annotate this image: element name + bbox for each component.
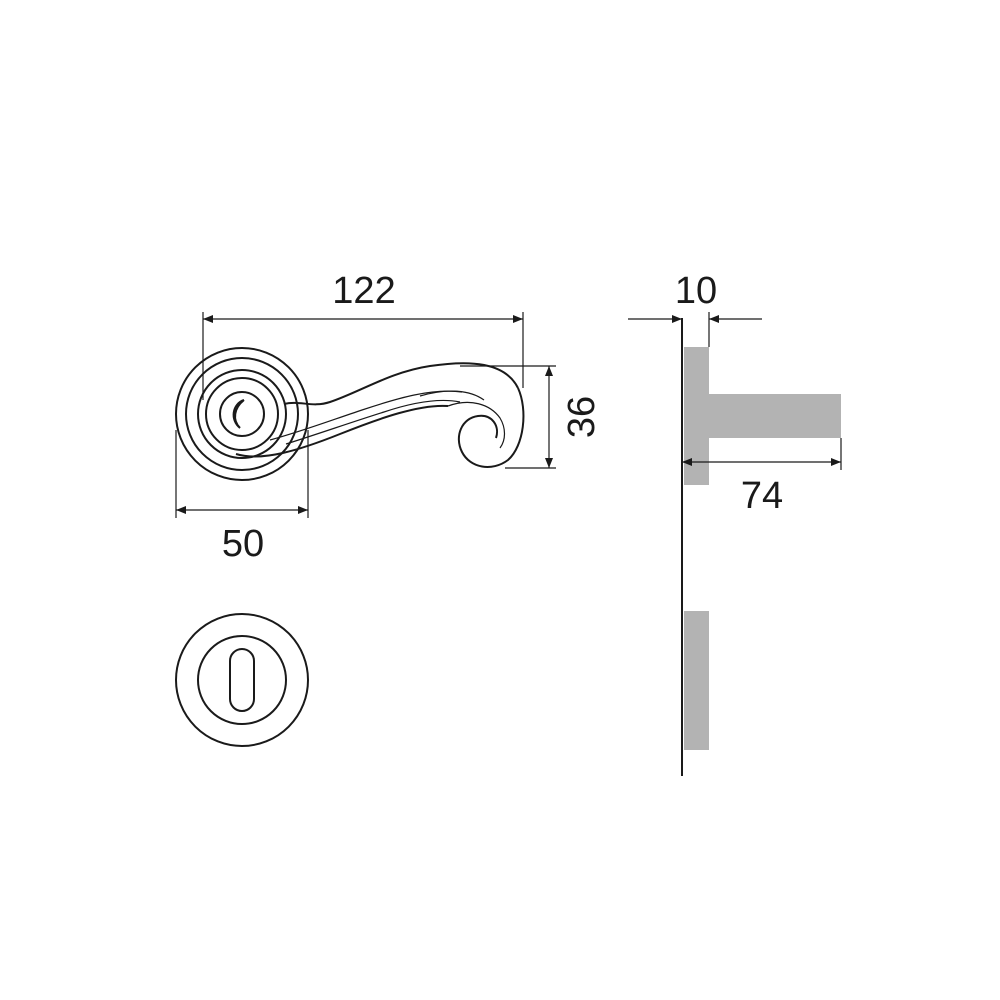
dim-text-10: 10: [675, 270, 717, 312]
front-view-handle: [175, 347, 525, 481]
escutcheon-outer-circle: [175, 613, 309, 747]
boss-ring-middle: [205, 377, 279, 451]
lever-lower-outline: [235, 404, 449, 458]
dim-text-50: 50: [222, 523, 264, 565]
lever-inner-line: [269, 390, 463, 441]
boss-crescent: [232, 399, 245, 429]
lever-scroll-curl: [419, 390, 485, 401]
dimension-rose-thickness: 10: [628, 270, 762, 347]
rose-inner-circle: [185, 357, 299, 471]
dimension-projection: 74: [682, 438, 842, 517]
escutcheon-inner-circle: [197, 635, 287, 725]
escutcheon-section: [684, 611, 709, 750]
rose-outer-circle: [175, 347, 309, 481]
front-view-escutcheon: [175, 613, 309, 747]
lever-shank: [709, 394, 841, 438]
boss-ring-inner: [219, 391, 265, 437]
rose-section-upper: [684, 347, 709, 485]
lever-scroll-outer: [457, 387, 525, 468]
dimension-handle-height: 36: [460, 365, 603, 469]
lever-inner-line-2: [285, 399, 461, 445]
side-section-view: [681, 318, 841, 776]
dimension-rose-diameter: 50: [175, 430, 309, 565]
lever-scroll-inner: [447, 401, 506, 449]
boss-ring-outer: [197, 369, 287, 459]
keyhole-slot: [229, 648, 255, 712]
dim-text-36: 36: [561, 396, 603, 438]
dim-text-122: 122: [332, 270, 395, 312]
dim-text-74: 74: [741, 475, 783, 517]
dimension-handle-length: 122: [202, 270, 524, 400]
